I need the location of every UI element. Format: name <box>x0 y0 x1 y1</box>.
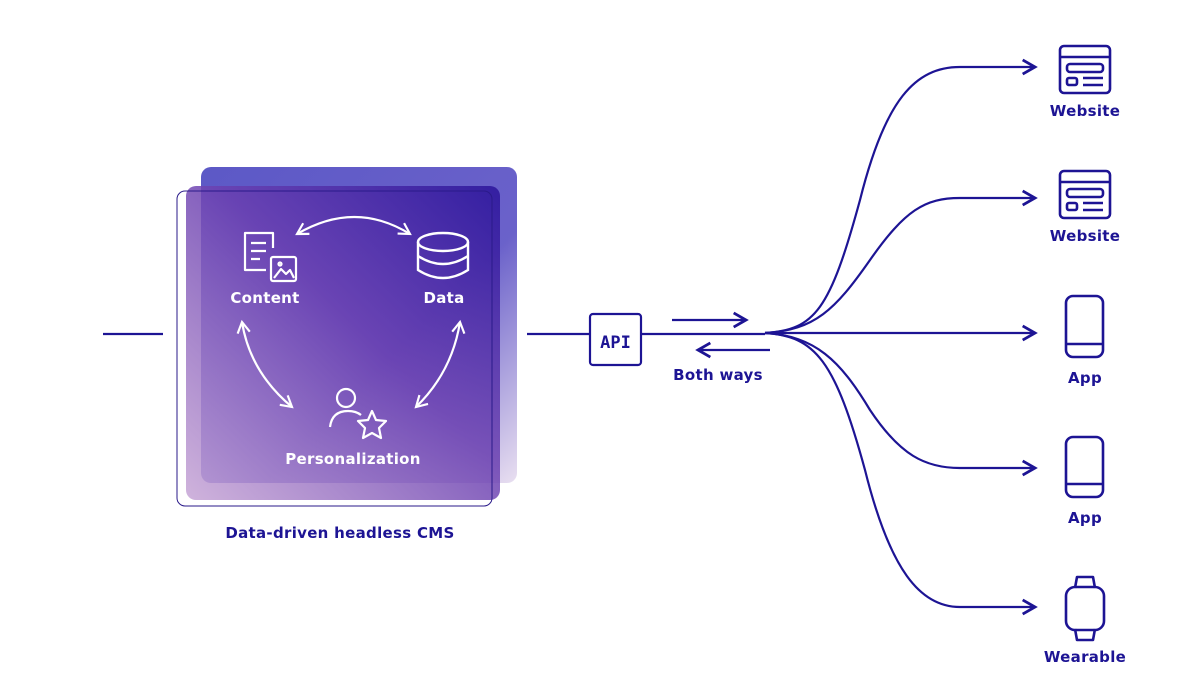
node-label-content: Content <box>230 289 300 307</box>
node-label-data: Data <box>423 289 465 307</box>
phone-icon <box>1064 294 1105 359</box>
output-label: Wearable <box>1043 648 1127 666</box>
branch-website-2 <box>764 189 1038 335</box>
output-label: Website <box>1049 227 1121 245</box>
cms-front-layer <box>186 186 500 500</box>
document-image-icon <box>243 231 298 283</box>
api-label: API <box>600 333 631 353</box>
user-star-icon <box>328 387 388 440</box>
cms-outline <box>176 190 493 507</box>
output-label: App <box>1068 509 1102 527</box>
branch-wearable <box>764 331 1038 616</box>
watch-icon <box>1064 575 1106 642</box>
output-label: Website <box>1049 102 1121 120</box>
both-ways-label: Both ways <box>673 366 763 384</box>
website-icon <box>1058 169 1112 220</box>
cycle-arrows <box>236 215 466 409</box>
branch-app-2 <box>764 331 1038 477</box>
phone-icon <box>1064 435 1105 499</box>
cms-caption: Data-driven headless CMS <box>225 524 455 542</box>
branch-website-1 <box>764 58 1038 335</box>
api-box <box>588 312 643 367</box>
website-icon <box>1058 44 1112 95</box>
node-label-personalization: Personalization <box>285 450 421 468</box>
output-label: App <box>1068 369 1102 387</box>
database-icon <box>416 231 470 280</box>
